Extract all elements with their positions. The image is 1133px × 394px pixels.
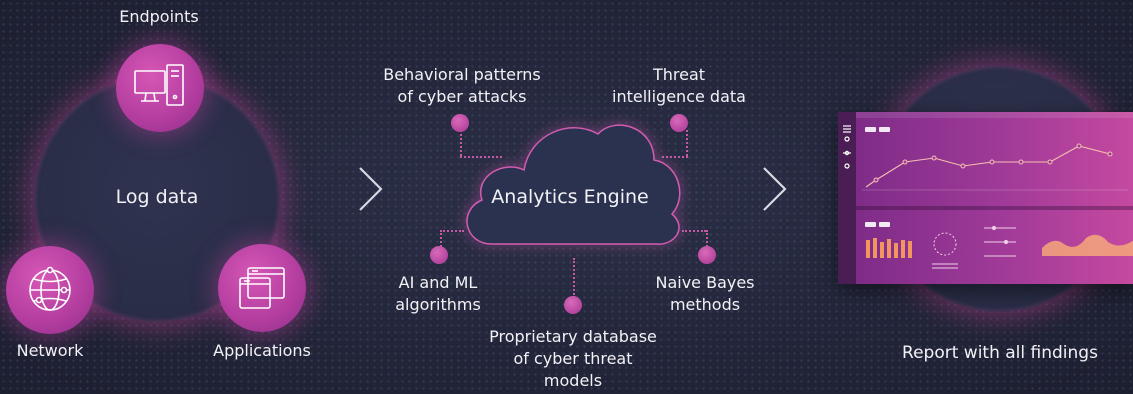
ai-ml-dot [430, 246, 448, 264]
connector-line [440, 230, 464, 232]
globe-network-icon [29, 266, 71, 311]
connector-line [706, 230, 708, 250]
endpoints-label: Endpoints [119, 7, 199, 26]
applications-label: Applications [213, 341, 311, 360]
endpoints-badge [116, 44, 204, 132]
connector-line [573, 258, 575, 298]
application-windows-icon [239, 267, 285, 309]
connector-line [682, 230, 706, 232]
threat-dot [670, 114, 688, 132]
report-dashboard-image [838, 112, 1133, 284]
analytics-engine-label: Analytics Engine [491, 186, 649, 208]
network-badge [6, 246, 94, 334]
connector-line [460, 156, 502, 158]
dashboard-area-chart [1042, 234, 1133, 256]
report-label: Report with all findings [902, 343, 1098, 363]
computer-tower-icon [134, 64, 184, 106]
connector-line [662, 156, 688, 158]
dashboard-line-chart [862, 143, 1128, 191]
dashboard-gauge [932, 232, 958, 269]
dashboard-sidebar [838, 112, 856, 284]
applications-badge [218, 244, 306, 332]
proprietary-dot [564, 296, 582, 314]
connector-line [440, 230, 442, 250]
dashboard-sliders [984, 225, 1016, 257]
connector-line [686, 130, 688, 156]
connector-line [460, 130, 462, 156]
chevron-right-icon [356, 166, 384, 212]
analytics-engine-cloud [466, 124, 681, 245]
naive-bayes-dot [698, 246, 716, 264]
behavioral-dot [451, 114, 469, 132]
log-data-label: Log data [115, 186, 199, 208]
network-label: Network [16, 341, 84, 360]
dashboard-bar-chart [866, 238, 912, 258]
chevron-right-icon [760, 166, 788, 212]
